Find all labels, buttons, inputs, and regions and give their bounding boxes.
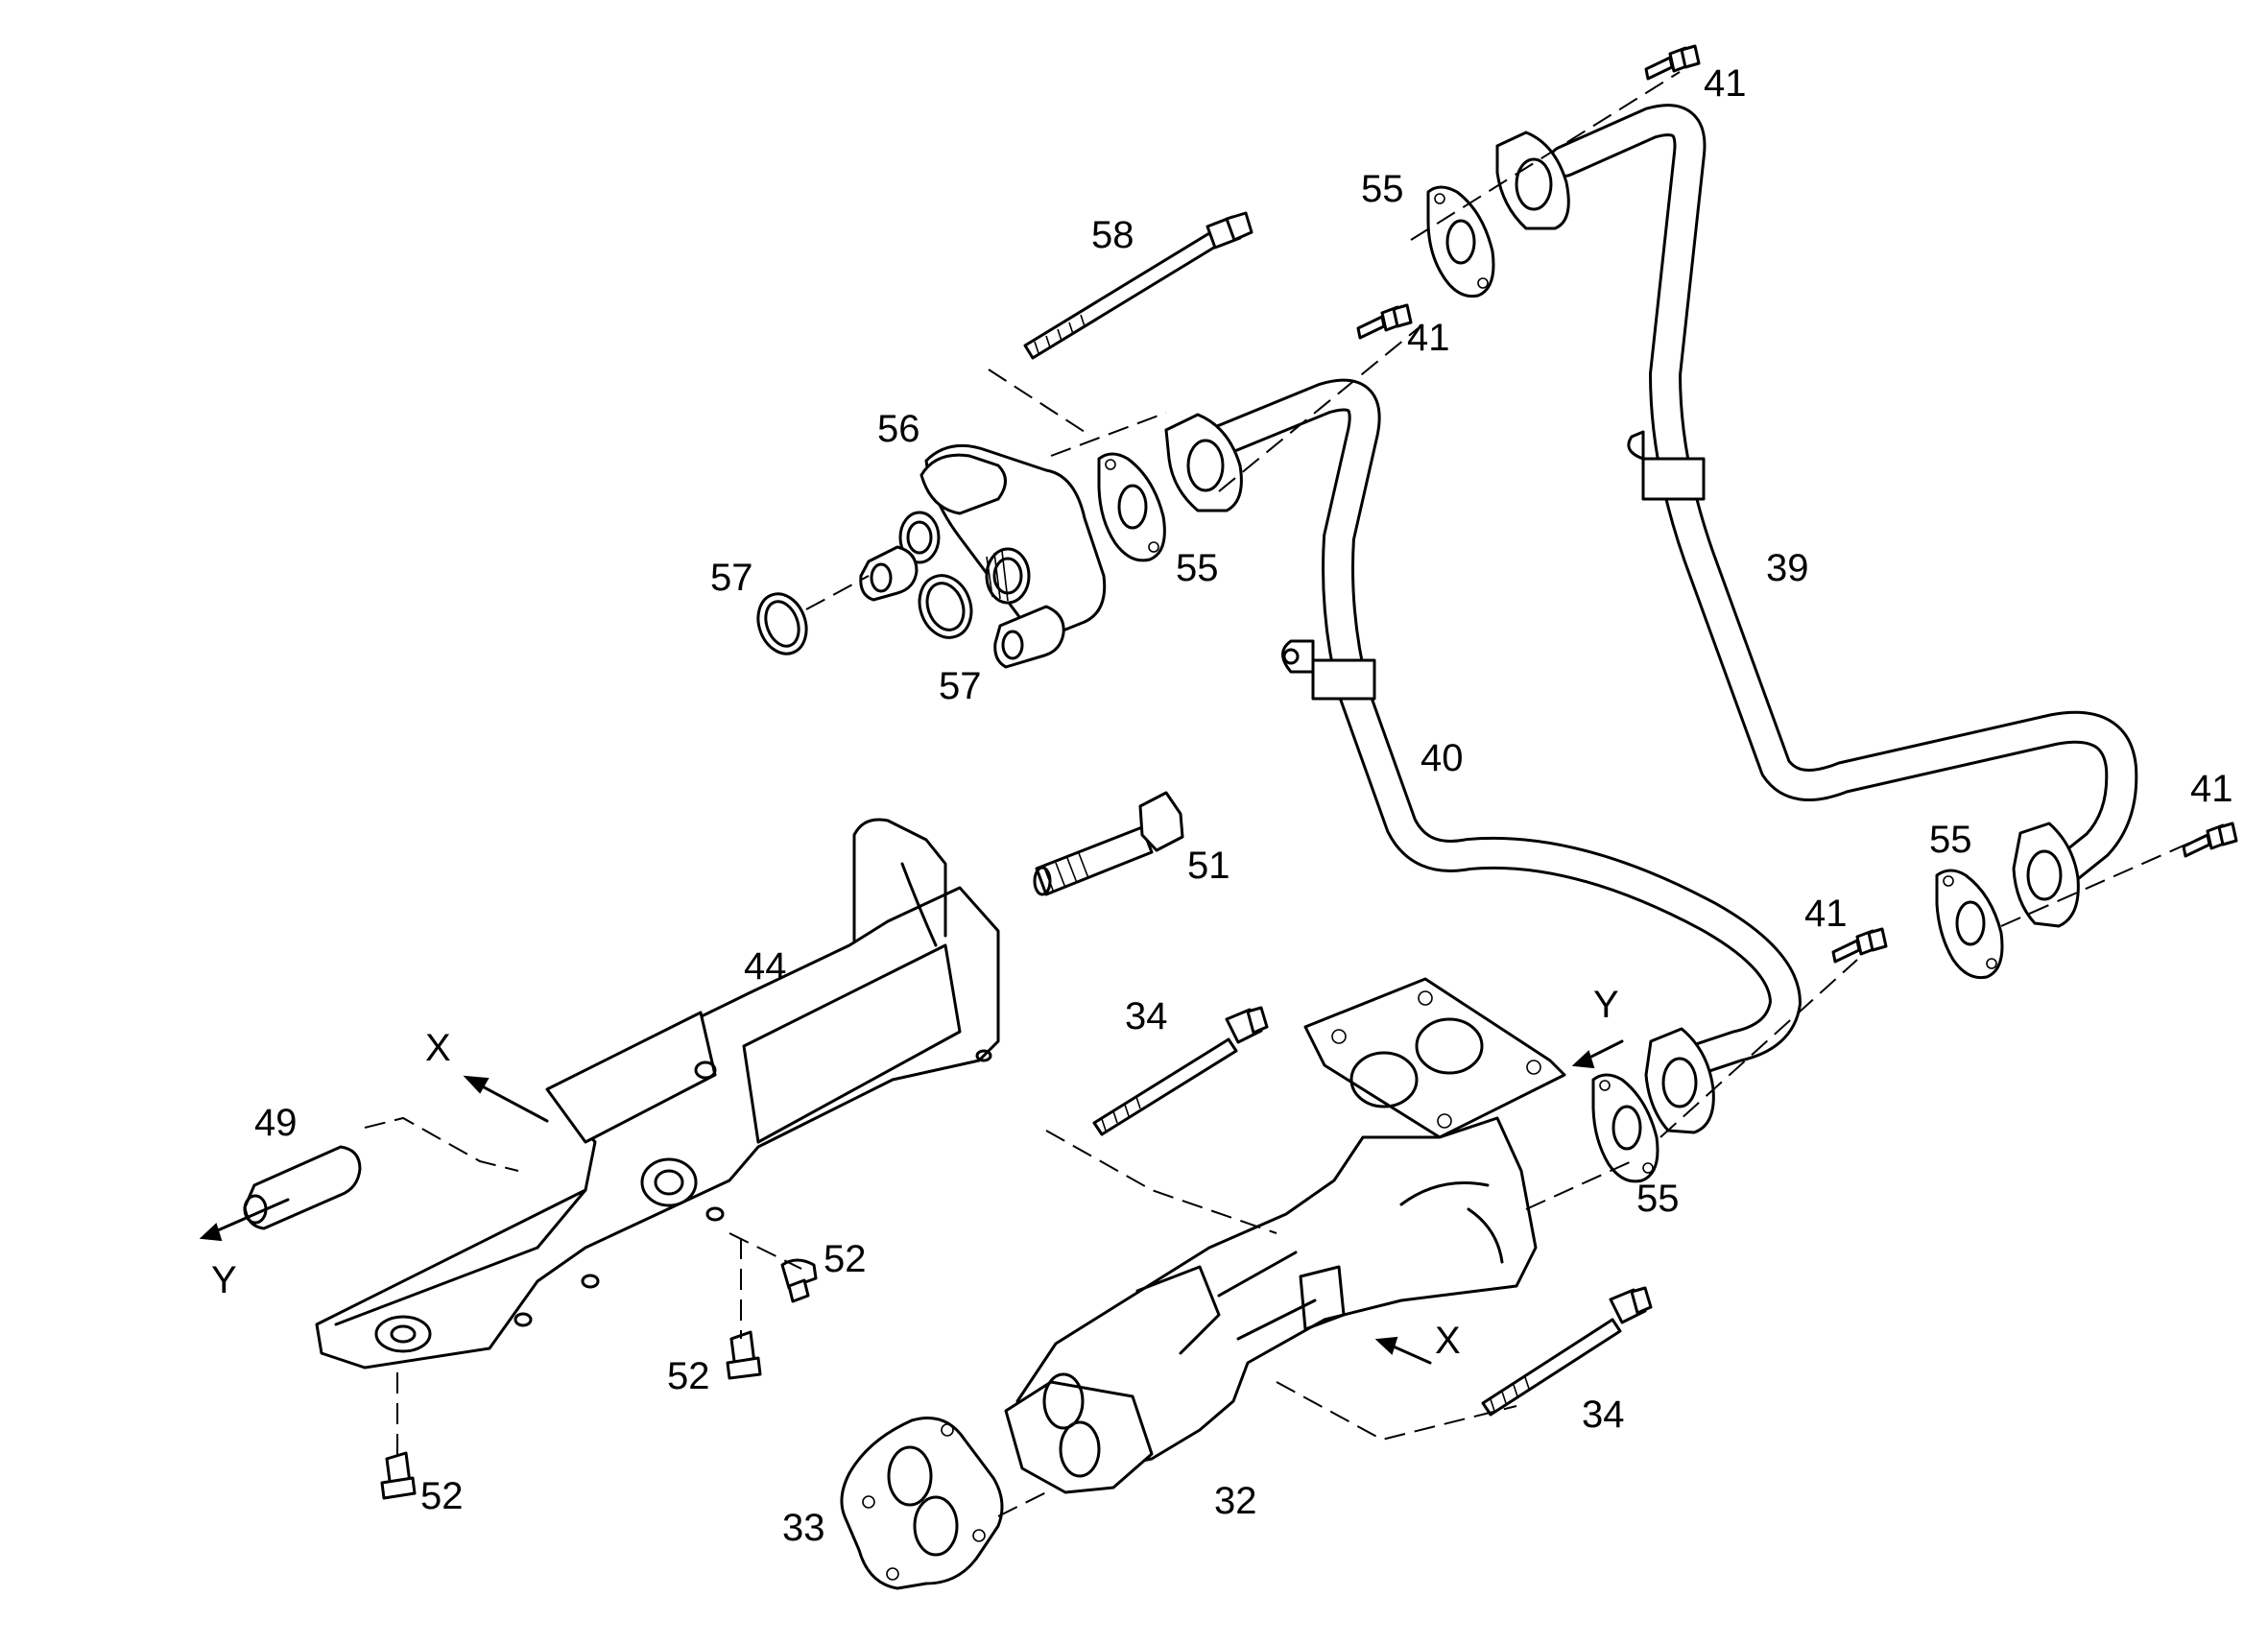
callout-44: 44 xyxy=(744,945,787,988)
callout-51: 51 xyxy=(1187,845,1230,887)
callout-57-bottom: 57 xyxy=(939,665,982,707)
gasket-55-lower xyxy=(1591,1073,1659,1183)
callout-41-lower: 41 xyxy=(1804,893,1848,935)
bolt-34-top xyxy=(1092,1006,1269,1136)
bolt-52-a xyxy=(780,1258,818,1303)
view-marker-y-left: Y xyxy=(211,1259,237,1301)
bolt-58 xyxy=(1023,211,1253,360)
callout-41-mid: 41 xyxy=(1407,317,1450,359)
callout-58: 58 xyxy=(1091,214,1134,256)
callout-34-top: 34 xyxy=(1125,995,1168,1037)
callout-41-right: 41 xyxy=(2190,768,2233,810)
gasket-33 xyxy=(840,1417,1004,1590)
o-ring-57-left xyxy=(756,592,808,655)
view-arrow-x-left xyxy=(463,1075,549,1123)
callout-labels: 41 55 58 41 56 57 55 39 57 40 41 51 55 4… xyxy=(211,62,2233,1549)
gasket-55-right xyxy=(1935,869,2004,980)
callout-40: 40 xyxy=(1420,737,1464,779)
callout-57-left: 57 xyxy=(710,557,753,599)
callout-56: 56 xyxy=(877,408,920,450)
pipe-40 xyxy=(1164,378,1802,1134)
spacer-49 xyxy=(243,1145,362,1230)
view-marker-y-right: Y xyxy=(1593,984,1619,1026)
gasket-55-top xyxy=(1426,185,1495,298)
bolt-41-top xyxy=(1644,44,1701,81)
bolt-52-b xyxy=(726,1330,762,1380)
heat-shield-44 xyxy=(315,818,1000,1370)
leader-lines xyxy=(364,71,2208,1517)
callout-55-lower: 55 xyxy=(1636,1178,1680,1220)
bolt-41-lower xyxy=(1831,927,1888,964)
view-marker-x-left: X xyxy=(425,1027,451,1069)
view-arrow-x-right xyxy=(1374,1336,1432,1365)
bolt-41-right xyxy=(2182,822,2238,858)
bolt-51 xyxy=(1033,791,1184,896)
callout-39: 39 xyxy=(1766,547,1809,589)
callout-52-a: 52 xyxy=(824,1238,867,1280)
pipe-39 xyxy=(1495,104,2138,928)
callout-55-top: 55 xyxy=(1361,168,1404,210)
callout-49: 49 xyxy=(254,1102,298,1144)
view-marker-x-right: X xyxy=(1435,1320,1461,1362)
callout-52-c: 52 xyxy=(420,1475,464,1517)
callout-55-mid: 55 xyxy=(1176,547,1219,589)
callout-55-right: 55 xyxy=(1929,819,1972,861)
gasket-55-mid xyxy=(1097,452,1166,562)
fitting-56 xyxy=(859,443,1107,669)
view-arrow-y-left xyxy=(199,1198,290,1242)
callout-33: 33 xyxy=(782,1507,825,1549)
callout-34-bottom: 34 xyxy=(1582,1394,1625,1436)
bolt-34-bottom xyxy=(1481,1286,1653,1417)
bolt-52-c xyxy=(380,1451,417,1500)
view-arrow-y-right xyxy=(1571,1039,1624,1069)
bolt-41-mid xyxy=(1356,303,1413,340)
callout-32: 32 xyxy=(1214,1480,1257,1522)
o-ring-57-bottom xyxy=(918,574,973,639)
callout-41-top: 41 xyxy=(1704,62,1747,105)
callout-52-b: 52 xyxy=(667,1355,710,1397)
exhaust-manifold-32 xyxy=(1004,977,1566,1494)
